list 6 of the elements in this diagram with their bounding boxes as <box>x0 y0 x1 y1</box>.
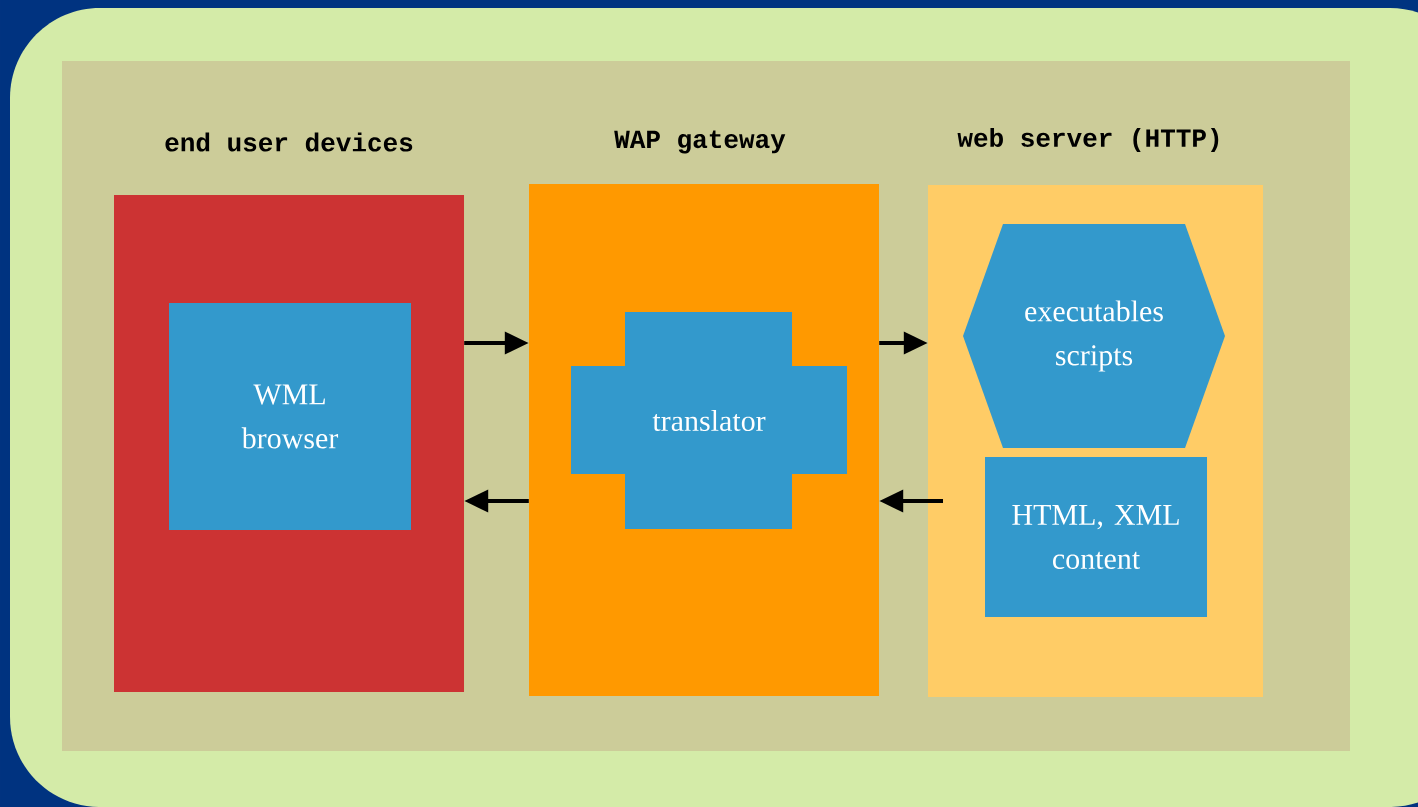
hexagon: executables scripts <box>963 224 1225 448</box>
content-box: HTML, XML content <box>985 457 1207 617</box>
heading: web server (HTTP) <box>957 127 1219 153</box>
heading: end user devices <box>165 132 413 152</box>
content-box: WML browser <box>169 303 411 530</box>
heading: WAP gateway <box>614 130 786 154</box>
